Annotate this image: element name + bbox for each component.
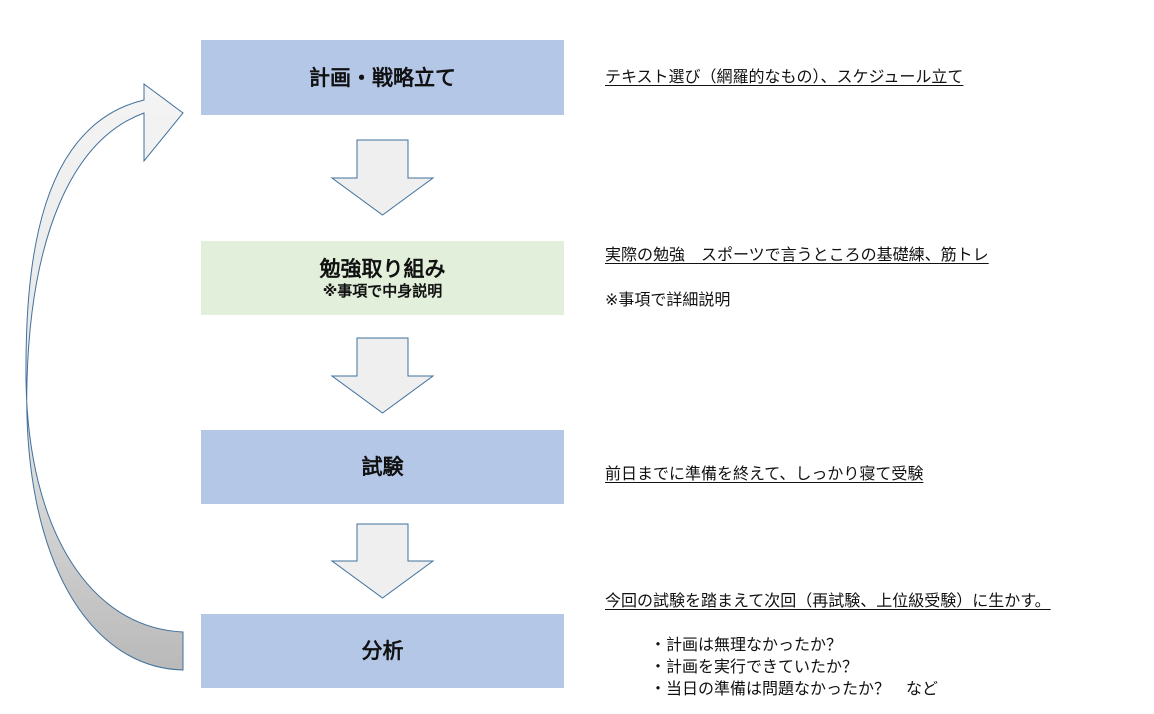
step-plan-title: 計画・戦略立て <box>309 65 456 90</box>
note-exam: 前日までに準備を終えて、しっかり寝て受験 <box>605 464 924 483</box>
step-exam-box: 試験 <box>201 430 564 504</box>
checklist-item: ・当日の準備は問題なかったか？ など <box>650 679 939 698</box>
note-study: 実際の勉強 スポーツで言うところの基礎練、筋トレ <box>605 245 989 264</box>
note-analysis: 今回の試験を踏まえて次回（再試験、上位級受験）に生かす。 <box>605 591 1051 610</box>
loop-back-arrow <box>25 83 184 671</box>
step-analysis-title: 分析 <box>361 639 404 663</box>
down-arrow-2 <box>330 337 435 414</box>
step-exam-title: 試験 <box>361 455 404 479</box>
down-arrow-1 <box>330 139 435 216</box>
note-study-sub: ※事項で詳細説明 <box>605 290 731 309</box>
step-plan-box: 計画・戦略立て <box>201 40 564 115</box>
checklist-item: ・計画は無理なかったか？ <box>650 635 843 654</box>
step-study-box: 勉強取り組み ※事項で中身説明 <box>201 241 564 315</box>
step-study-title: 勉強取り組み <box>319 257 446 281</box>
down-arrow-3 <box>330 523 435 599</box>
step-analysis-box: 分析 <box>201 614 564 688</box>
note-plan: テキスト選び（網羅的なもの）、スケジュール立て <box>605 67 964 86</box>
analysis-checklist: ・計画は無理なかったか？ ・計画を実行できていたか？ ・当日の準備は問題なかった… <box>650 634 938 700</box>
checklist-item: ・計画を実行できていたか？ <box>650 657 859 676</box>
step-study-subtitle: ※事項で中身説明 <box>322 282 443 300</box>
